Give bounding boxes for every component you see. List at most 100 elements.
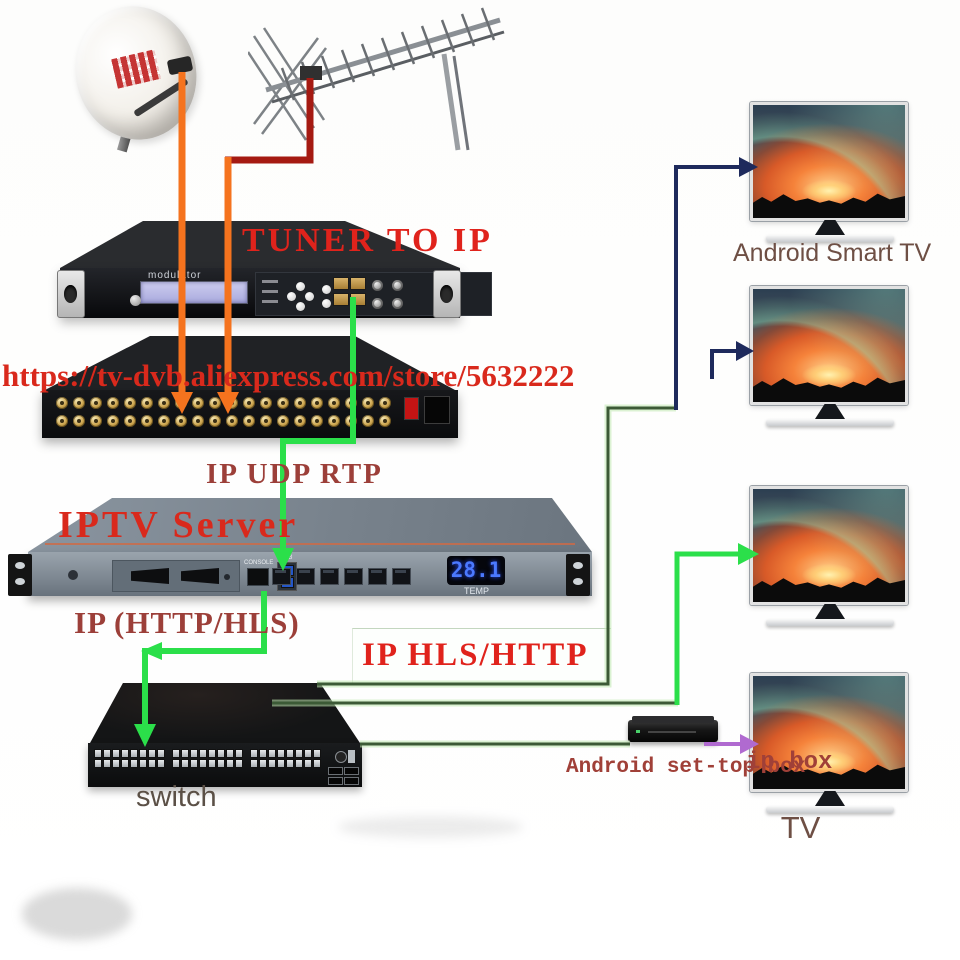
ear-hole xyxy=(573,578,583,585)
modulator-bnc-ports xyxy=(372,280,403,309)
tv-stand-base xyxy=(766,806,894,813)
tv-stand-neck xyxy=(815,404,845,419)
rf-input-connector xyxy=(294,397,306,409)
antenna-mast xyxy=(441,53,461,151)
rf-input-connector xyxy=(56,415,68,427)
switch-rj45-port xyxy=(313,759,321,768)
rf-input-connector xyxy=(158,397,170,409)
switch-rj45-port xyxy=(250,759,258,768)
rf-input-connector xyxy=(175,415,187,427)
switch-rj45-port xyxy=(148,749,156,758)
switch-rj45-port xyxy=(199,759,207,768)
rack-ear xyxy=(57,270,85,318)
switch-rj45-port xyxy=(139,759,147,768)
label-ip-udp-rtp: IP UDP RTP xyxy=(206,458,383,490)
label-tuner-to-ip: TUNER TO IP xyxy=(242,222,493,259)
modulator-bnc-port xyxy=(372,280,383,291)
switch-rj45-port xyxy=(235,759,243,768)
antenna-mast-2 xyxy=(452,55,470,151)
nav-button xyxy=(296,282,305,291)
menu-button xyxy=(322,299,331,308)
switch-rj45-port xyxy=(103,749,111,758)
switch-module xyxy=(348,750,355,763)
menu-button xyxy=(322,285,331,294)
rf-input-connector xyxy=(73,415,85,427)
power-switch xyxy=(404,397,419,420)
modulator-rj45-port xyxy=(350,293,366,306)
sfp-cage xyxy=(181,568,219,584)
label-ip-hls-http: IP HLS/HTTP xyxy=(362,637,589,673)
rf-input-connector xyxy=(141,415,153,427)
switch-rj45-port xyxy=(295,749,303,758)
tv-2 xyxy=(750,286,910,426)
ear-hole xyxy=(15,562,25,569)
switch-sfp-slots xyxy=(328,767,359,785)
rf-input-connector xyxy=(90,415,102,427)
rf-input-connector xyxy=(141,397,153,409)
switch-rj45-port xyxy=(277,749,285,758)
switch-rj45-port xyxy=(250,749,258,758)
switch-rj45-port xyxy=(208,759,216,768)
stb-led xyxy=(636,730,640,733)
rf-input-connector xyxy=(56,397,68,409)
switch-rj45-port xyxy=(181,759,189,768)
label-iptv-server: IPTV Server xyxy=(58,504,299,546)
server-eth-port xyxy=(320,568,339,585)
rf-input-connector xyxy=(90,397,102,409)
modulator-rj45-ports xyxy=(333,277,366,306)
label-android-settop-box: Android set-top box xyxy=(566,756,806,779)
label-ip-http-hls: IP (HTTP/HLS) xyxy=(74,605,300,640)
nav-button xyxy=(296,302,305,311)
lan-line-tv2 xyxy=(710,349,737,379)
switch-rj45-port xyxy=(157,749,165,758)
rf-input-connector xyxy=(175,397,187,409)
tv-stand-base xyxy=(766,235,894,242)
switch-rj45-port xyxy=(286,759,294,768)
modulator-panel-label: modulator xyxy=(148,270,202,281)
switch-console-port xyxy=(335,751,347,763)
modulator-front-panel: modulator xyxy=(60,268,492,318)
tv-screen xyxy=(750,286,908,405)
rf-input-connector xyxy=(209,415,221,427)
antenna-feed-box xyxy=(300,66,322,80)
modulator-rj45-port xyxy=(350,277,366,290)
rf-input-connector xyxy=(328,397,340,409)
switch-rj45-port xyxy=(268,759,276,768)
lan-line-tv1-top xyxy=(674,165,740,410)
switch-rj45-port xyxy=(235,749,243,758)
switch-rj45-port xyxy=(217,759,225,768)
panel-marks xyxy=(262,280,278,283)
rf-input-connector xyxy=(107,415,119,427)
tuner-gateway-rear-panel xyxy=(42,390,458,438)
tv-stand-neck xyxy=(815,791,845,806)
switch-rj45-port xyxy=(259,759,267,768)
rf-input-connector xyxy=(277,397,289,409)
switch-rj45-port xyxy=(94,759,102,768)
nav-button xyxy=(287,292,296,301)
rf-input-connector xyxy=(124,397,136,409)
rf-input-connector xyxy=(345,397,357,409)
rf-input-connector xyxy=(362,415,374,427)
switch-rj45-port xyxy=(172,749,180,758)
switch-port-group xyxy=(172,749,243,768)
stb-lid xyxy=(632,716,714,723)
rf-input-connector xyxy=(192,415,204,427)
switch-rj45-port xyxy=(139,749,147,758)
tv-stand-base xyxy=(766,419,894,426)
rf-input-connector xyxy=(379,415,391,427)
android-settop-box xyxy=(628,716,720,746)
modulator-rj45-port xyxy=(333,277,349,290)
tv-stand-base xyxy=(766,619,894,626)
switch-rj45-port xyxy=(259,749,267,758)
rf-input-connector xyxy=(362,397,374,409)
iptv-server-front-panel: CONSOLE USB 28.1 TEMP xyxy=(28,552,592,596)
rf-input-connector xyxy=(107,397,119,409)
temperature-display: 28.1 xyxy=(447,556,505,585)
switch-rj45-port xyxy=(226,749,234,758)
nav-button xyxy=(305,292,314,301)
switch-rj45-port xyxy=(199,749,207,758)
switch-rj45-port xyxy=(268,749,276,758)
temp-label: TEMP xyxy=(464,586,490,596)
switch-top xyxy=(90,683,360,743)
